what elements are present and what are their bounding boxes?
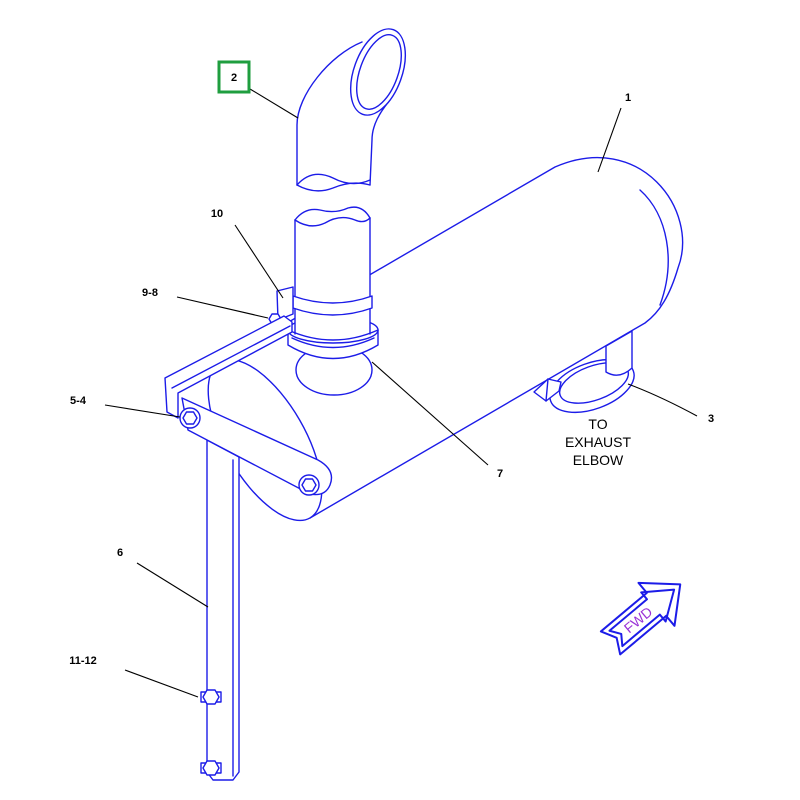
outlet-note: TO EXHAUST ELBOW xyxy=(565,416,632,468)
stack-opening-inner xyxy=(356,34,402,110)
outlet-note-line-2: EXHAUST xyxy=(565,434,632,450)
callout-item-6[interactable]: 6 xyxy=(117,547,123,559)
callout-item-7[interactable]: 7 xyxy=(497,468,503,480)
bracket-bolt-5-4 xyxy=(179,407,201,429)
muffler-end-cap-seam xyxy=(639,189,669,306)
collar-inner-rim xyxy=(291,337,375,349)
outlet-pipe-stub xyxy=(605,330,633,376)
lower-pipe-fill xyxy=(295,216,370,334)
lower-pipe xyxy=(287,206,379,349)
callout-item-3[interactable]: 3 xyxy=(708,413,714,425)
leader-lines xyxy=(104,88,698,698)
collar-front-rim xyxy=(287,329,379,341)
leader-item-1 xyxy=(597,107,622,173)
callout-item-1[interactable]: 1 xyxy=(625,92,631,104)
outlet-note-line-1: TO xyxy=(588,416,607,432)
leader-item-11-12 xyxy=(124,669,199,698)
leader-item-2 xyxy=(249,88,299,119)
bracket-arm-fold-line xyxy=(171,325,291,389)
leg-bolt-upper xyxy=(200,689,222,705)
callout-item-2[interactable]: 2 xyxy=(231,72,237,84)
fwd-label: FWD xyxy=(621,603,656,636)
exhaust-stack-elbow xyxy=(296,28,407,192)
callout-item-9-8[interactable]: 9-8 xyxy=(142,287,158,299)
leader-item-3 xyxy=(627,383,698,417)
leader-item-10 xyxy=(234,224,284,299)
hex-bolt-icon xyxy=(301,478,317,492)
leader-item-7 xyxy=(371,361,489,466)
clamp-band xyxy=(292,295,373,316)
leader-item-5-4 xyxy=(104,404,181,418)
callout-item-10[interactable]: 10 xyxy=(211,208,223,220)
selected-callout-highlight xyxy=(217,60,251,94)
lower-pipe-cut-back xyxy=(294,206,371,221)
fwd-arrow-inner-outline xyxy=(608,588,676,648)
fwd-arrow-outline xyxy=(599,581,682,656)
exhaust-outlet xyxy=(533,330,635,414)
leg-bolt-lower xyxy=(200,760,222,776)
callout-item-5-4[interactable]: 5-4 xyxy=(70,395,87,407)
outlet-note-line-3: ELBOW xyxy=(573,452,624,468)
outlet-clip-edge xyxy=(545,378,549,402)
stack-cut-front xyxy=(296,182,371,192)
bracket-leg xyxy=(206,439,240,781)
strap-bolt xyxy=(298,474,320,496)
leader-item-6 xyxy=(136,562,209,608)
hex-bolt-icon xyxy=(202,689,220,705)
stack-opening-outer xyxy=(349,28,407,116)
hex-bolt-icon xyxy=(202,760,220,776)
muffler-shell xyxy=(219,156,684,519)
hex-bolt-icon xyxy=(182,411,198,425)
leader-item-9-8 xyxy=(176,296,269,319)
stack-left-edge xyxy=(296,41,363,186)
lower-pipe-cut-front xyxy=(294,216,371,227)
callout-item-11-12[interactable]: 11-12 xyxy=(69,655,97,667)
forward-direction-arrow: FWD xyxy=(599,581,682,656)
